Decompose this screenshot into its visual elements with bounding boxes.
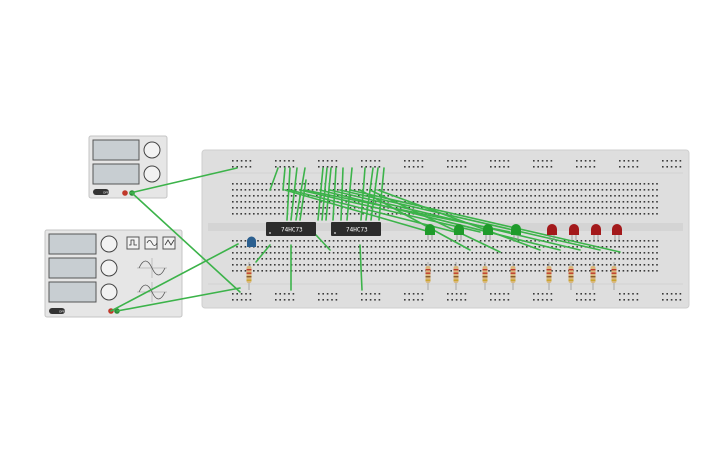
frequency-display xyxy=(48,233,97,255)
triangle-wave-icon xyxy=(164,239,175,246)
wire[interactable] xyxy=(329,189,581,251)
led-green[interactable] xyxy=(511,224,521,235)
voltage-knob[interactable] xyxy=(143,141,161,159)
wire[interactable] xyxy=(339,189,601,251)
wire[interactable] xyxy=(284,189,431,233)
offset-knob[interactable] xyxy=(100,283,118,301)
function-generator-off-label: OFF xyxy=(59,309,65,313)
wire[interactable] xyxy=(319,189,561,251)
power-supply-off-button[interactable] xyxy=(93,189,109,195)
led-red[interactable] xyxy=(591,224,601,235)
led-blue[interactable] xyxy=(247,236,256,248)
led-green[interactable] xyxy=(454,224,464,235)
ic-chip-1[interactable]: 74HC73 xyxy=(266,222,316,236)
wire[interactable] xyxy=(315,234,331,251)
wire[interactable] xyxy=(129,167,238,194)
ic-chip-2-label: 74HC73 xyxy=(346,227,368,234)
wire[interactable] xyxy=(369,189,501,253)
function-generator-off-button[interactable] xyxy=(49,308,65,314)
led-green[interactable] xyxy=(483,224,493,235)
square-wave-icon xyxy=(129,239,137,246)
wire[interactable] xyxy=(378,167,385,221)
wires[interactable] xyxy=(110,167,621,312)
wire[interactable] xyxy=(359,244,363,291)
waveform-preview xyxy=(137,258,167,302)
wire[interactable] xyxy=(360,167,366,221)
voltage-display xyxy=(92,139,140,161)
led-red[interactable] xyxy=(547,224,557,235)
power-supply-positive-terminal[interactable] xyxy=(122,190,128,196)
led-green[interactable] xyxy=(425,224,435,235)
wire[interactable] xyxy=(299,179,307,221)
offset-display xyxy=(48,281,97,303)
power-supply-off-label: OFF xyxy=(103,190,109,194)
wire[interactable] xyxy=(349,189,621,253)
frequency-knob[interactable] xyxy=(100,235,118,253)
power-supply[interactable]: OFF xyxy=(88,135,168,199)
function-generator[interactable]: OFF xyxy=(44,229,183,318)
wire[interactable] xyxy=(255,244,271,263)
current-display xyxy=(92,163,140,185)
wire[interactable] xyxy=(282,167,286,191)
wire[interactable] xyxy=(290,167,298,221)
resistor-array[interactable] xyxy=(246,262,617,290)
wire[interactable] xyxy=(116,287,241,312)
triangle-wave-button[interactable] xyxy=(162,236,176,250)
ic-chip-2[interactable]: 74HC73 xyxy=(331,222,381,236)
sine-wave-button[interactable] xyxy=(144,236,158,250)
led-red[interactable] xyxy=(612,224,622,235)
current-knob[interactable] xyxy=(143,165,161,183)
led-array[interactable] xyxy=(425,224,622,240)
wire[interactable] xyxy=(269,167,279,191)
wire[interactable] xyxy=(299,189,481,233)
led-red[interactable] xyxy=(569,224,579,235)
wire[interactable] xyxy=(359,189,471,251)
amplitude-knob[interactable] xyxy=(100,259,118,277)
square-wave-button[interactable] xyxy=(126,236,140,250)
wire[interactable] xyxy=(377,189,541,251)
amplitude-display xyxy=(48,257,97,279)
ic-chip-1-label: 74HC73 xyxy=(281,227,303,234)
wire[interactable] xyxy=(110,243,239,312)
wire[interactable] xyxy=(286,167,291,221)
wire[interactable] xyxy=(340,167,344,221)
wire[interactable] xyxy=(131,192,241,293)
sine-wave-icon xyxy=(146,240,158,246)
